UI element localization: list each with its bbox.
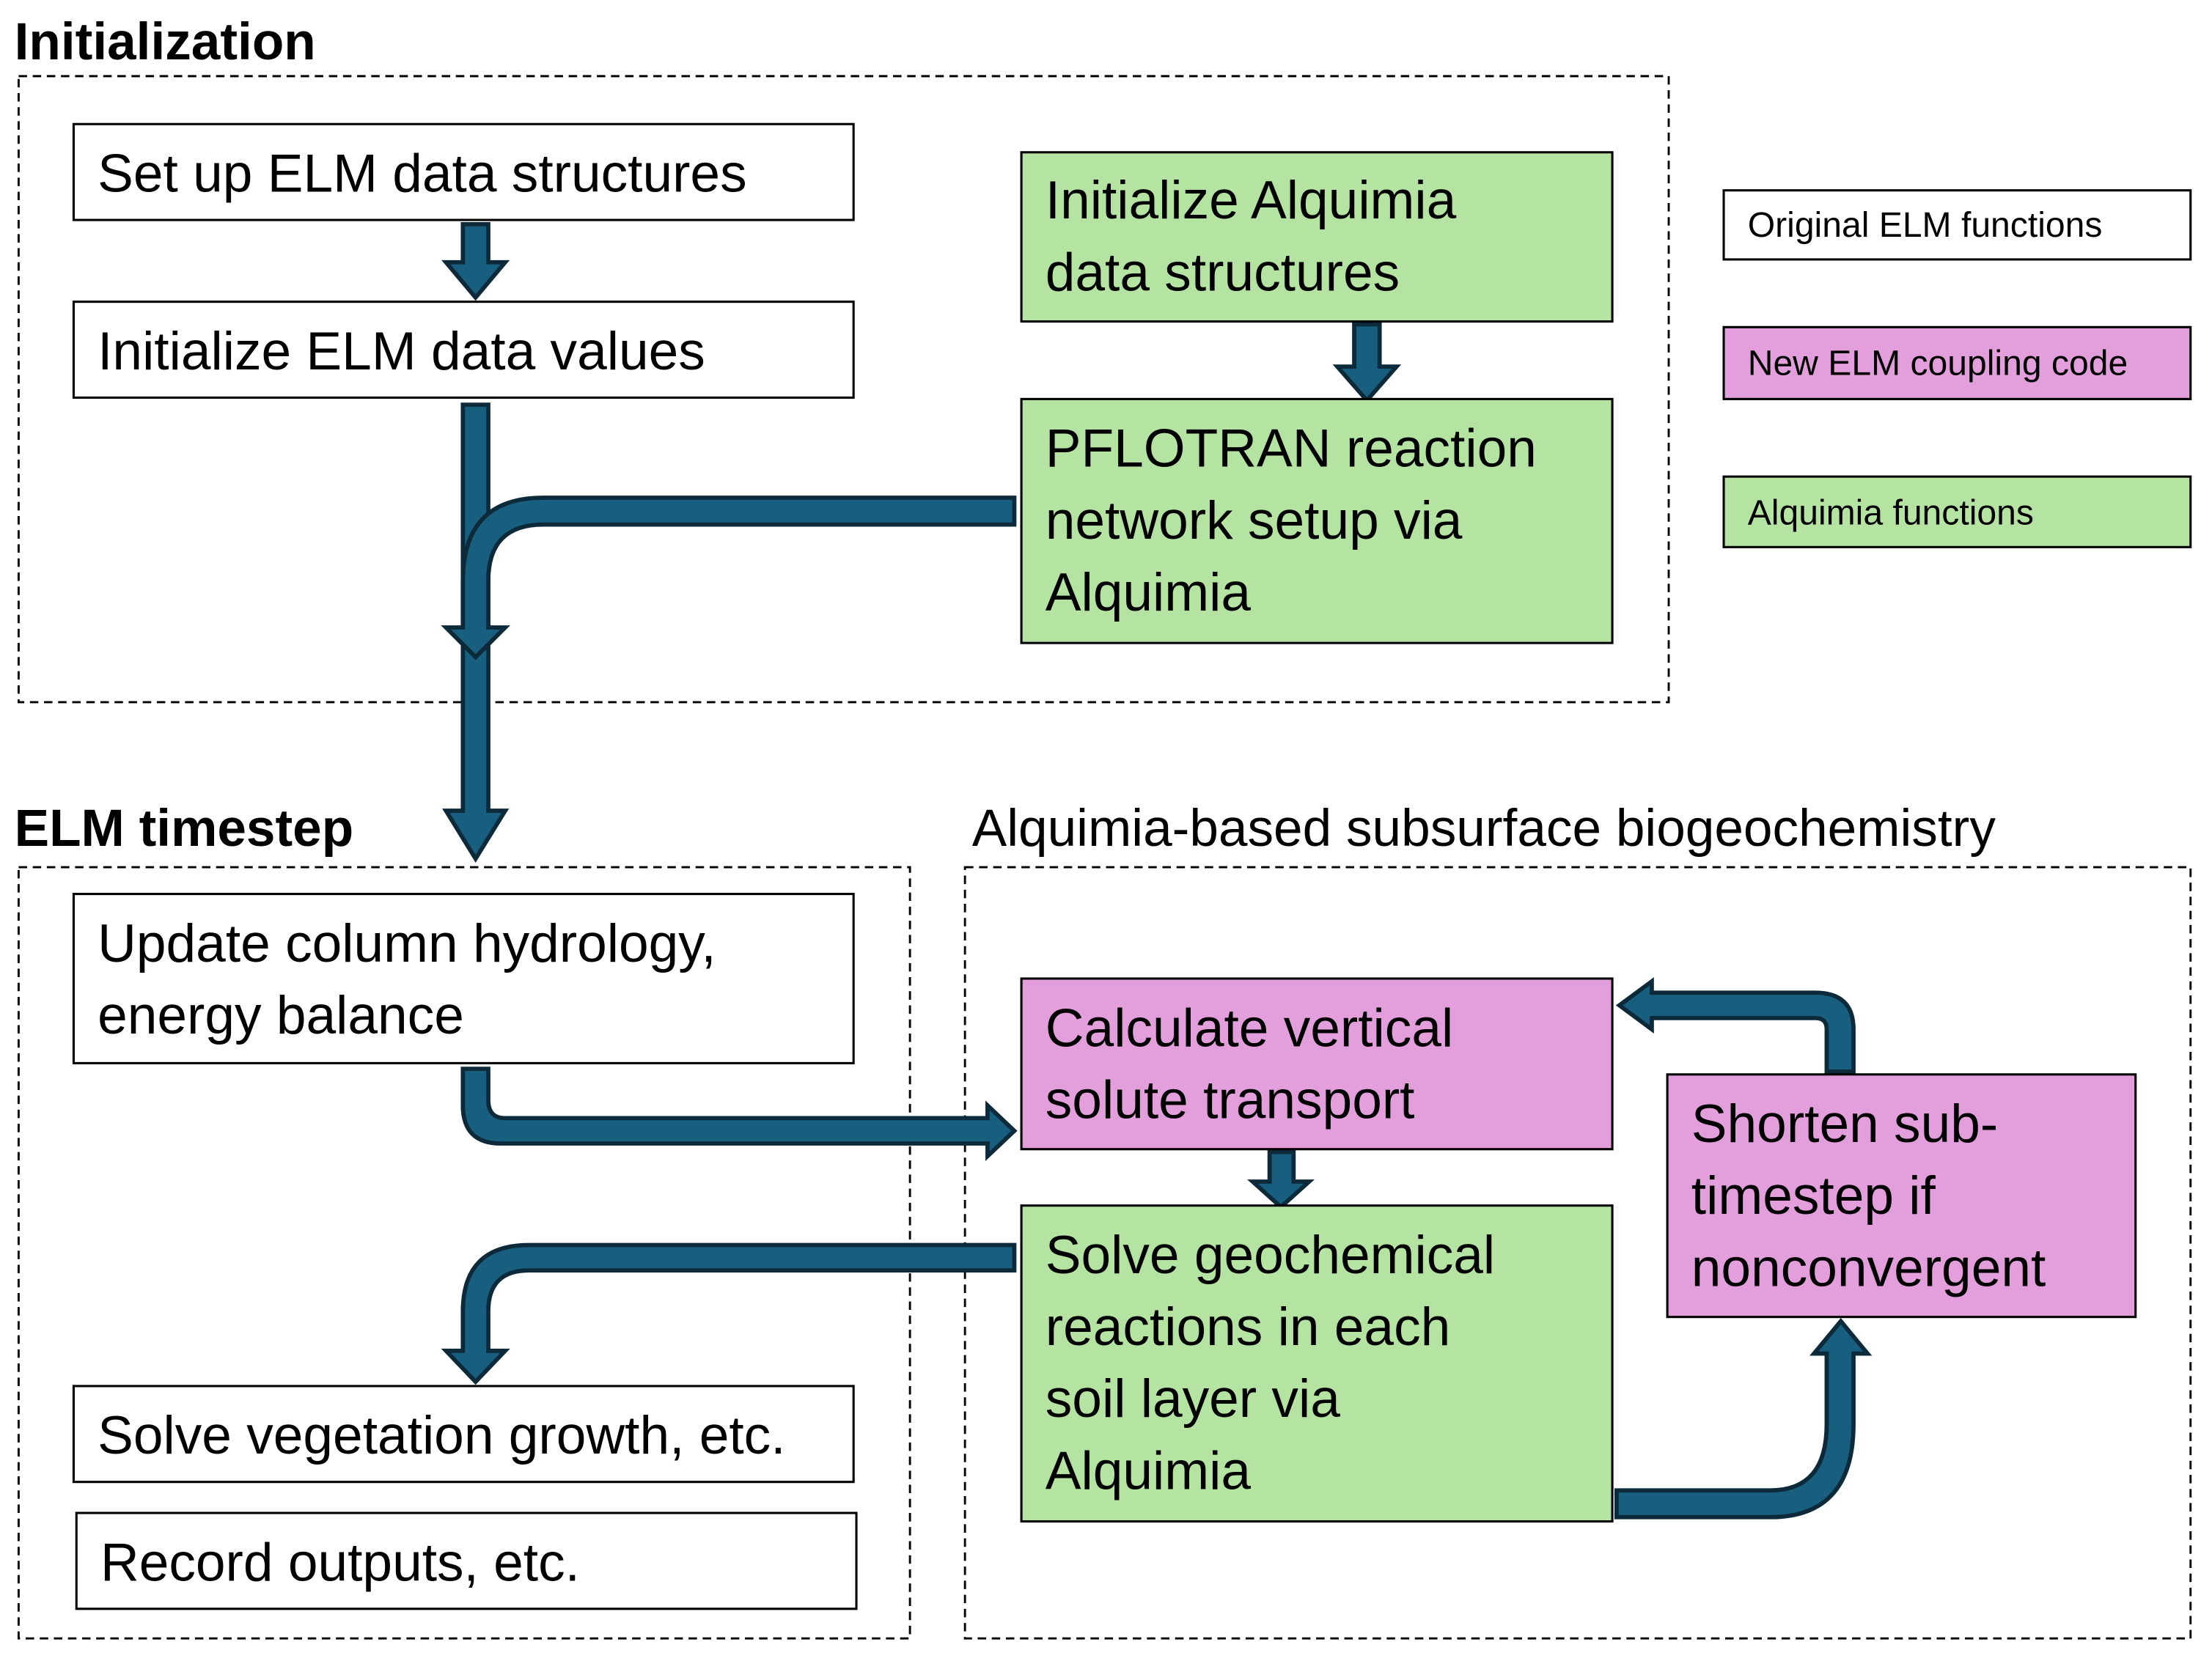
legend-swatch-pink: [1722, 325, 2192, 400]
node-solve-geochem: Solve geochemical reactions in each soil…: [1020, 1204, 1614, 1523]
node-text-line: Solve vegetation growth, etc.: [98, 1406, 785, 1465]
legend-item-new-coupling: New ELM coupling code: [1722, 325, 2192, 400]
legend-label: Alquimia functions: [1748, 493, 2034, 533]
node-text-line: solute transport: [1046, 1070, 1415, 1130]
svg-text:Calculate vertical solut: Calculate vertical solute transport: [1046, 998, 1469, 1130]
svg-text:PFLOTRAN reaction networ: PFLOTRAN reaction network setup via Alqu…: [1046, 419, 1551, 622]
svg-text:Update column hydrology,: Update column hydrology, energy balance: [98, 914, 731, 1045]
svg-text:Initialize Alquimia data: Initialize Alquimia data structures: [1046, 171, 1471, 302]
svg-text:Set up ELM data structures: Set up ELM data structures: [98, 144, 747, 204]
legend-label: Original ELM functions: [1748, 205, 2103, 245]
node-init-elm-values: Initialize ELM data values: [72, 301, 855, 399]
svg-text:Initialize ELM data values: Initialize ELM data values: [98, 322, 705, 381]
node-text-line: PFLOTRAN reaction: [1046, 419, 1537, 479]
node-text-line: Alquimia: [1046, 563, 1252, 622]
svg-text:Solve geochemical reacti: Solve geochemical reactions in each soil…: [1046, 1226, 1510, 1500]
node-pflotran-setup: PFLOTRAN reaction network setup via Alqu…: [1020, 397, 1614, 644]
elm-timestep-title: ELM timestep: [15, 800, 354, 858]
node-text-line: energy balance: [98, 986, 464, 1045]
node-text-line: nonconvergent: [1691, 1238, 2046, 1297]
node-text-line: soil layer via: [1046, 1369, 1340, 1429]
node-text-line: Solve geochemical: [1046, 1226, 1495, 1285]
arrow-geochem-to-shorten: [1614, 1317, 1873, 1520]
legend-swatch-green: [1722, 475, 2192, 548]
node-shorten-substep: Shorten sub- timestep if nonconvergent: [1666, 1073, 2137, 1319]
node-text-line: Record outputs, etc.: [100, 1533, 580, 1592]
node-text-line: Alquimia: [1046, 1441, 1252, 1500]
alquimia-bgc-title: Alquimia-based subsurface biogeochemistr…: [972, 800, 1996, 858]
legend-item-alquimia: Alquimia functions: [1722, 475, 2192, 548]
node-text-line: Update column hydrology,: [98, 914, 716, 973]
initialization-title: Initialization: [15, 13, 316, 71]
node-text-line: Shorten sub-: [1691, 1094, 1998, 1154]
node-text-line: Initialize ELM data values: [98, 322, 705, 381]
legend: Original ELM functions New ELM coupling …: [1722, 189, 2192, 548]
alquimia-bgc-group-frame: [963, 866, 2192, 1640]
node-text-line: timestep if: [1691, 1166, 1936, 1226]
initialization-group-frame: [17, 75, 1670, 704]
arrow-hydrology-to-transport: [460, 1067, 1018, 1162]
arrow-pflotran-to-timestep: [441, 496, 1017, 660]
node-text-line: network setup via: [1046, 491, 1463, 550]
arrow-shorten-to-transport: [1615, 977, 1856, 1074]
node-text-line: Set up ELM data structures: [98, 144, 747, 204]
arrow-transport-to-geochem: [1247, 1149, 1315, 1210]
arrow-init-alquimia-to-pflotran: [1332, 322, 1402, 404]
node-init-alquimia: Initialize Alquimia data structures: [1020, 151, 1614, 323]
node-text-line: reactions in each: [1046, 1297, 1450, 1357]
svg-text:Shorten sub- timestep if: Shorten sub- timestep if nonconvergent: [1691, 1094, 2046, 1297]
legend-item-original-elm: Original ELM functions: [1722, 189, 2192, 261]
arrow-geochem-to-vegetation: [441, 1242, 1017, 1385]
svg-text:Solve vegetation growth, etc.: Solve vegetation growth, etc.: [98, 1406, 785, 1465]
legend-swatch-white: [1722, 189, 2192, 261]
legend-label: New ELM coupling code: [1748, 344, 2128, 383]
svg-text:Record outputs, etc.: Record outputs, etc.: [100, 1533, 580, 1592]
node-text-line: Calculate vertical: [1046, 998, 1453, 1058]
node-setup-elm: Set up ELM data structures: [72, 122, 855, 221]
arrow-setup-to-init-values: [441, 221, 510, 301]
node-vertical-transport: Calculate vertical solute transport: [1020, 977, 1614, 1151]
node-solve-vegetation: Solve vegetation growth, etc.: [72, 1385, 855, 1484]
node-update-hydrology: Update column hydrology, energy balance: [72, 893, 855, 1064]
node-text-line: data structures: [1046, 243, 1400, 302]
node-text-line: Initialize Alquimia: [1046, 171, 1457, 230]
node-record-outputs: Record outputs, etc.: [75, 1511, 858, 1610]
